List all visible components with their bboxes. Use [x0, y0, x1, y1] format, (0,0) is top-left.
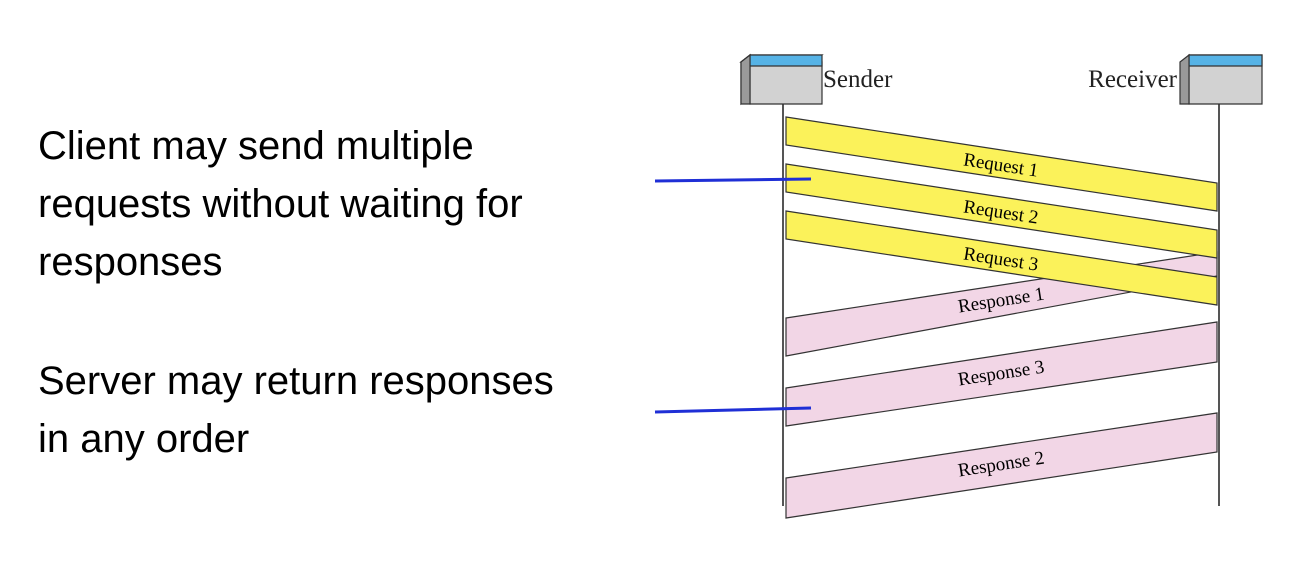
receiver-node-icon — [1179, 53, 1263, 105]
caption-pipelining: Client may send multiple requests withou… — [38, 117, 523, 291]
caption-pipelining-line-2: requests without waiting for — [38, 182, 523, 226]
response-2-band — [785, 412, 1218, 519]
request-2-band — [785, 163, 1218, 259]
caption-ordering-line-1: Server may return responses — [38, 359, 554, 403]
sender-node-icon — [739, 53, 824, 106]
request-1-band — [785, 116, 1218, 212]
pipelining-pointer-line — [654, 177, 812, 183]
caption-pipelining-line-1: Client may send multiple — [38, 124, 474, 168]
caption-pipelining-line-3: responses — [38, 240, 223, 284]
receiver-label: Receiver — [1088, 66, 1178, 93]
caption-ordering: Server may return responses in any order — [38, 352, 554, 468]
ordering-pointer-line — [654, 406, 812, 414]
caption-ordering-line-2: in any order — [38, 417, 250, 461]
request-3-band — [785, 210, 1218, 306]
sender-label: Sender — [823, 66, 893, 93]
response-3-band — [785, 321, 1218, 427]
